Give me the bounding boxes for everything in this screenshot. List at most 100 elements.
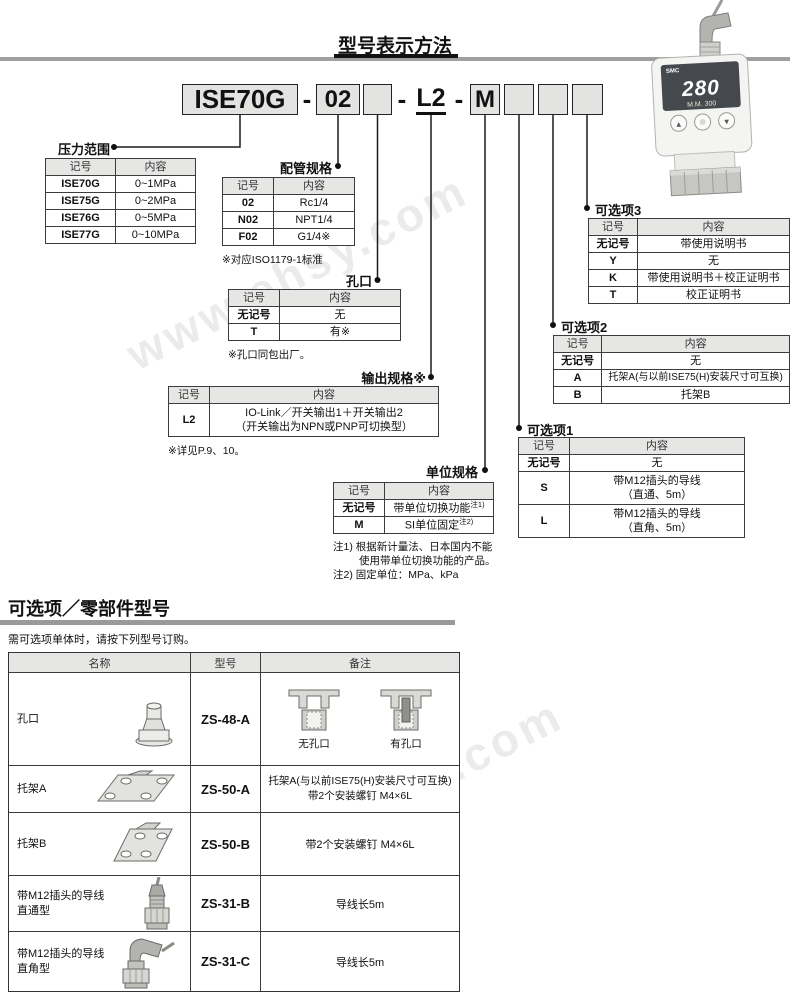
model-code-option1-box: [504, 84, 534, 115]
display-sub-value: M.M. 300: [687, 100, 717, 109]
parts-table: 名称 型号 备注 孔口 ZS-48-A 无孔口: [8, 652, 460, 992]
model-code-output: L2: [412, 84, 450, 115]
col-header: 内容: [384, 482, 494, 500]
unit-desc: 带单位切换功能: [393, 502, 471, 515]
table-cell: B: [552, 386, 603, 404]
col-header: 记号: [552, 335, 603, 353]
part-name-line: 直通型: [17, 904, 50, 917]
model-code-dash: -: [302, 84, 312, 114]
table-cell: SI单位固定注2): [384, 516, 494, 534]
part-name: 带M12插头的导线 直通型: [17, 889, 104, 919]
col-header: 记号: [333, 482, 385, 500]
table-cell: L2: [168, 403, 210, 437]
up-arrow-icon: ▲: [675, 120, 683, 129]
model-code-dash: -: [454, 84, 464, 114]
model-code-option2-box: [538, 84, 568, 115]
product-photo-pressure-sensor: SMC 280 M.M. 300 ▲ ▼: [638, 0, 778, 202]
title-underline: [334, 54, 458, 58]
parts-row-straight-cable-model: ZS-31-B: [191, 876, 261, 932]
parts-section-rule: [0, 620, 455, 625]
table-cell: 带使用说明书＋校正证明书: [637, 269, 790, 287]
table-cell: 托架B: [601, 386, 790, 404]
table-cell: 带单位切换功能注1): [384, 499, 494, 517]
table-cell: 无: [279, 306, 401, 324]
unit-spec-label: 单位规格: [425, 465, 478, 480]
unit-footnotes: 注1) 根据新计量法、日本国内不能使用带单位切换功能的产品。 注2) 固定单位：…: [333, 540, 501, 583]
table-cell: L: [518, 504, 570, 538]
parts-order-note: 需可选项单体时，请按下列型号订购。: [8, 634, 195, 646]
figure-with-orifice: 有孔口: [377, 688, 435, 751]
table-cell: T: [588, 286, 638, 304]
table-cell: 有※: [279, 323, 401, 341]
model-code-unit: M: [470, 84, 500, 115]
elbow-connector-illustration: [122, 937, 175, 988]
parts-section-heading: 可选项／零部件型号: [8, 599, 170, 619]
col-header: 记号: [228, 289, 280, 307]
remark-line: 导线长5m: [335, 956, 385, 969]
unit-desc: SI单位固定: [404, 519, 460, 532]
output-footnote: ※详见P.9、10。: [168, 445, 245, 457]
col-header: 内容: [637, 218, 790, 236]
remark-line: 带2个安装螺钉 M4×6L: [307, 790, 413, 802]
parts-row-bracketB-remark: 带2个安装螺钉 M4×6L: [261, 813, 459, 876]
parts-col-remark: 备注: [261, 653, 459, 673]
table-cell: 无记号: [552, 352, 603, 370]
col-header: 记号: [518, 437, 570, 455]
parts-row-elbow-cable-remark: 导线长5m: [261, 932, 459, 991]
table-cell: 0~5MPa: [115, 209, 196, 227]
col-header: 记号: [45, 158, 116, 176]
set-button-dot: [699, 119, 706, 126]
table-cell: N02: [222, 211, 274, 229]
table-cell: 0~2MPa: [115, 192, 196, 210]
table-cell: K: [588, 269, 638, 287]
remark-line: 托架A(与以前ISE75(H)安装尺寸可互换): [268, 774, 452, 787]
parts-row-straight-cable-remark: 导线长5m: [261, 876, 459, 932]
col-header: 记号: [222, 177, 274, 195]
table-cell: IO-Link／开关输出1＋开关输出2 （开关输出为NPN或PNP可切换型）: [209, 403, 439, 437]
option1-desc: （直通、5m）: [621, 489, 693, 501]
piping-footnote: ※对应ISO1179-1标准: [222, 254, 323, 266]
table-cell: F02: [222, 228, 274, 246]
unit-desc-sup: 注1): [470, 499, 485, 509]
option2-label: 可选项2: [561, 320, 608, 335]
parts-row-bracketA-model: ZS-50-A: [191, 766, 261, 813]
table-cell: ISE70G: [45, 175, 116, 193]
table-cell: 带使用说明书: [637, 235, 790, 253]
figure-label: 有孔口: [390, 737, 422, 750]
table-cell: 无: [569, 454, 745, 472]
table-cell: 带M12插头的导线 （直角、5m）: [569, 504, 745, 538]
part-name-line: 带M12插头的导线: [17, 947, 105, 960]
output-desc-line1: IO-Link／开关输出1＋开关输出2: [245, 406, 403, 419]
straight-connector-illustration: [144, 876, 170, 929]
down-arrow-icon: ▼: [722, 117, 730, 126]
col-header: 内容: [115, 158, 196, 176]
table-cell: ISE76G: [45, 209, 116, 227]
unit-desc-sup: 注2): [459, 516, 474, 526]
orifice-footnote: ※孔口同包出厂。: [228, 349, 311, 361]
output-spec-table: 记号内容 L2 IO-Link／开关输出1＋开关输出2 （开关输出为NPN或PN…: [168, 386, 439, 437]
part-name-line: 直角型: [17, 962, 50, 975]
table-cell: 无记号: [588, 235, 638, 253]
part-name: 托架B: [17, 837, 47, 850]
col-header: 内容: [209, 386, 439, 404]
table-cell: 02: [222, 194, 274, 212]
table-cell: 0~10MPa: [115, 226, 196, 244]
cable: [710, 0, 724, 19]
page-title: 型号表示方法: [337, 36, 452, 57]
unit-spec-table: 记号内容 无记号 带单位切换功能注1) M SI单位固定注2): [333, 482, 494, 534]
part-name: 托架A: [17, 782, 47, 795]
table-cell: ISE75G: [45, 192, 116, 210]
parts-row-straight-cable-name: 带M12插头的导线 直通型: [9, 876, 191, 932]
table-cell: T: [228, 323, 280, 341]
table-cell: M: [333, 516, 385, 534]
remark-line: 带2个安装螺钉 M4×6L: [305, 839, 415, 851]
parts-row-orifice-remark: 无孔口 有孔口: [261, 673, 459, 766]
model-code-l2-label: L2: [416, 84, 446, 115]
option1-desc: 带M12插头的导线: [613, 474, 701, 487]
parts-col-name: 名称: [9, 653, 191, 673]
col-header: 内容: [273, 177, 355, 195]
